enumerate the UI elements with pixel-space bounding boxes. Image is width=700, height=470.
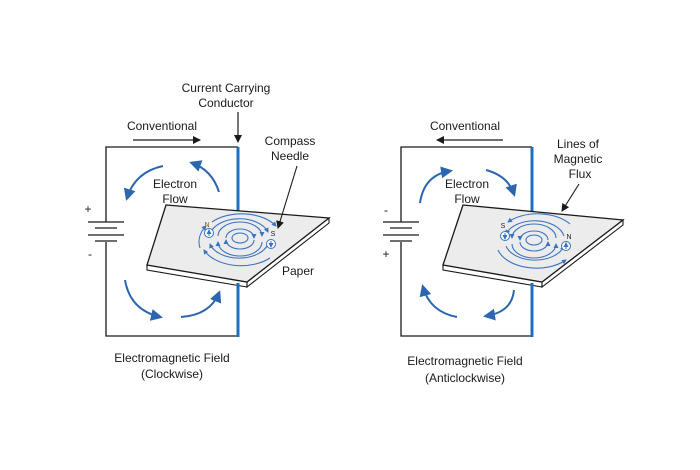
flux-label: Lines of — [557, 137, 600, 151]
battery-polarity-bottom: - — [88, 247, 92, 261]
circuit-wire — [105, 146, 238, 337]
electron-flow-arrow — [124, 279, 163, 321]
flux-line — [209, 243, 269, 259]
compass-pole-label: N — [204, 222, 209, 229]
battery — [88, 221, 124, 242]
flux-line — [497, 249, 567, 269]
flux-line — [215, 241, 263, 257]
flux-pointer-arrow — [561, 183, 580, 212]
flux-line — [223, 239, 255, 250]
paper-label: Paper — [282, 264, 314, 278]
compass-needle-right — [561, 241, 571, 251]
caption: Electromagnetic Field — [407, 354, 522, 368]
electron-flow-arrow — [180, 290, 222, 318]
flux-line — [507, 213, 571, 225]
magnetic-flux-lines — [198, 213, 277, 267]
circuit-wire — [400, 146, 532, 337]
flux-line — [225, 228, 257, 239]
compass-pole-label: S — [271, 231, 276, 238]
compass-needle-label: Compass — [265, 134, 316, 148]
battery-polarity-top: + — [84, 202, 91, 216]
flux-line — [525, 234, 543, 246]
flux-line — [511, 243, 559, 259]
flux-line — [217, 221, 265, 237]
electron-flow-arrow — [123, 165, 164, 201]
battery — [383, 221, 419, 242]
electron-flow-label: Flow — [454, 192, 480, 206]
electron-flow-label: Electron — [445, 177, 489, 191]
flux-line — [198, 225, 207, 249]
caption: (Clockwise) — [141, 367, 203, 381]
conductor-label: Conductor — [198, 96, 253, 110]
compass-needle-left — [500, 231, 510, 241]
flux-line — [211, 213, 277, 227]
flux-label: Magnetic — [554, 152, 603, 166]
battery-polarity-bottom: + — [382, 247, 389, 261]
compass-needle-left — [204, 228, 214, 238]
compass-pole-label: S — [501, 223, 506, 230]
compass-pointer-arrow — [276, 165, 298, 229]
flux-line — [505, 245, 565, 261]
flux-line — [203, 249, 271, 267]
electron-flow-arrow — [483, 289, 515, 321]
flux-line — [505, 220, 565, 237]
left-diagram: + - N S — [84, 81, 331, 381]
compass-needle-right — [266, 239, 276, 249]
conductor-label: Current Carrying — [182, 81, 271, 95]
electron-flow-arrow — [419, 166, 453, 204]
electron-flow-label: Flow — [162, 192, 188, 206]
electron-flow-arrow — [189, 160, 220, 193]
paper-sheet — [442, 204, 625, 283]
flux-line — [209, 218, 269, 235]
flux-label: Flux — [569, 167, 592, 181]
flux-line — [509, 223, 557, 239]
flux-line — [231, 232, 249, 244]
flux-line — [517, 230, 549, 241]
right-diagram: - + S N Conventional — [382, 119, 625, 385]
electron-flow-arrow — [485, 169, 517, 197]
caption: Electromagnetic Field — [114, 351, 229, 365]
battery-polarity-top: - — [384, 203, 388, 217]
flux-line — [519, 241, 551, 252]
electron-flow-label: Electron — [153, 177, 197, 191]
compass-needle-label: Needle — [271, 149, 309, 163]
compass-pole-label: N — [566, 234, 571, 241]
caption: (Anticlockwise) — [425, 371, 505, 385]
conventional-current-label: Conventional — [127, 119, 197, 133]
electron-flow-arrow — [419, 284, 458, 318]
magnetic-flux-lines — [497, 213, 571, 269]
conventional-current-label: Conventional — [430, 119, 500, 133]
